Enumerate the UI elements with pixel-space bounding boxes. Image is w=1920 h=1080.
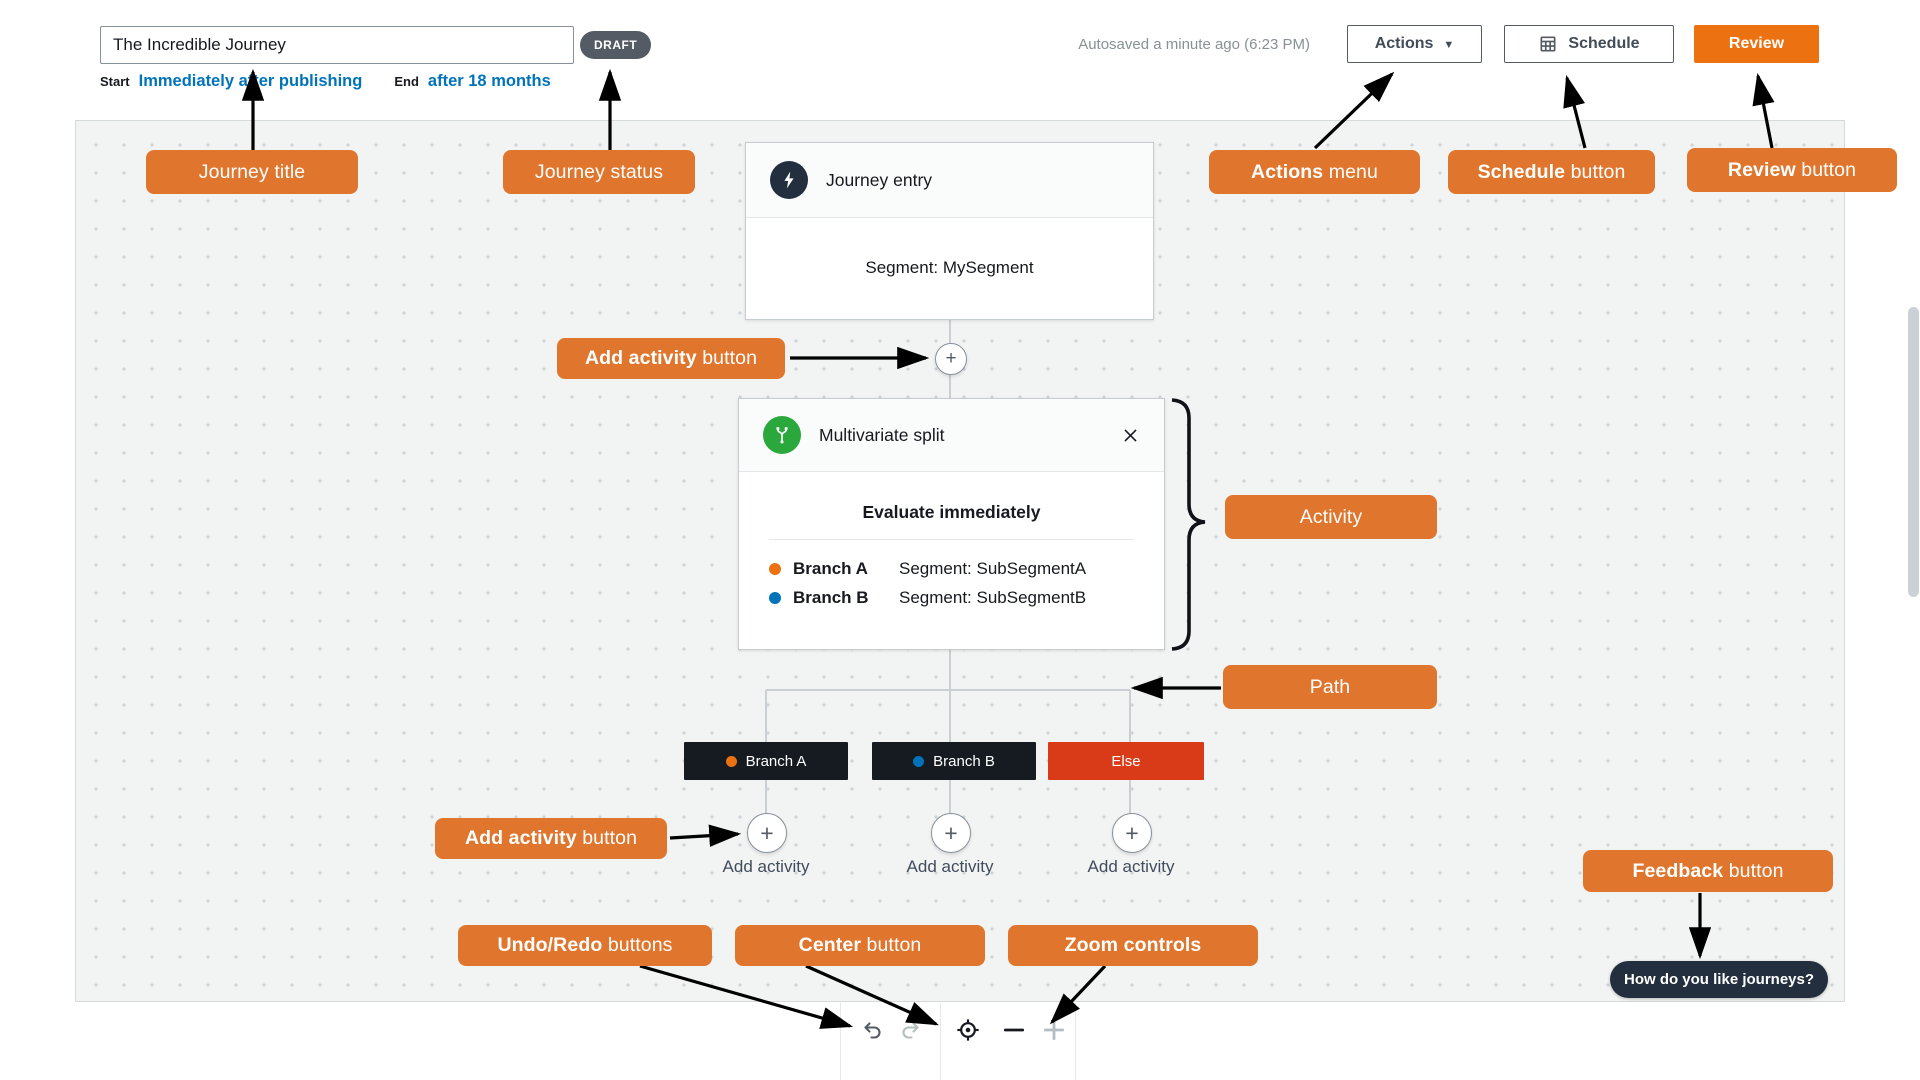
branch-row-a: Branch A Segment: SubSegmentA <box>739 554 1164 583</box>
feedback-button[interactable]: How do you like journeys? <box>1610 961 1828 998</box>
callout-feedback-button: Feedback button <box>1583 850 1833 892</box>
journey-title-input[interactable] <box>100 26 574 64</box>
callout-journey-status: Journey status <box>503 150 695 194</box>
divider <box>769 539 1134 540</box>
multivariate-split-icon <box>763 416 801 454</box>
review-button[interactable]: Review <box>1694 25 1819 63</box>
branch-a-label-dot <box>725 755 737 767</box>
multivariate-split-title: Multivariate split <box>819 424 945 445</box>
journey-status-badge: DRAFT <box>580 31 652 59</box>
callout-journey-title: Journey title <box>146 150 358 194</box>
center-icon[interactable] <box>954 1016 982 1044</box>
redo-icon[interactable] <box>896 1016 924 1044</box>
calendar-icon <box>1538 34 1558 54</box>
schedule-button[interactable]: Schedule <box>1504 25 1674 63</box>
close-icon[interactable] <box>1121 426 1140 445</box>
add-activity-label-b: Add activity <box>906 857 994 876</box>
journey-schedule-line: Start Immediately after publishing End a… <box>100 72 551 91</box>
callout-add-activity-top: Add activity button <box>557 338 785 379</box>
journey-entry-icon <box>770 161 808 199</box>
actions-button-label: Actions <box>1374 35 1434 52</box>
journey-entry-header: Journey entry <box>746 143 1153 218</box>
chevron-down-icon: ▼ <box>1443 39 1455 51</box>
journey-entry-title: Journey entry <box>826 169 933 190</box>
start-value-link[interactable]: Immediately after publishing <box>138 72 363 90</box>
actions-button[interactable]: Actions ▼ <box>1347 25 1482 63</box>
multivariate-split-card[interactable]: Multivariate split Evaluate immediately … <box>738 398 1165 650</box>
multivariate-split-header: Multivariate split <box>739 399 1164 472</box>
callout-add-activity-bottom: Add activity button <box>435 818 667 859</box>
zoom-in-icon[interactable] <box>1040 1016 1068 1044</box>
autosave-status: Autosaved a minute ago (6:23 PM) <box>1078 36 1310 53</box>
branch-a-segment: Segment: SubSegmentA <box>899 558 1087 578</box>
review-button-label: Review <box>1728 35 1785 52</box>
add-activity-button-branch-b[interactable]: + <box>931 813 971 853</box>
callout-review-button: Review button <box>1687 148 1897 192</box>
callout-activity: Activity <box>1225 495 1437 539</box>
branch-b-name: Branch B <box>793 587 869 607</box>
callout-actions-menu: Actions menu <box>1209 150 1420 194</box>
journey-entry-segment: Segment: MySegment <box>865 257 1034 277</box>
add-activity-button-branch-a[interactable]: + <box>747 813 787 853</box>
branch-b-label-text: Branch B <box>933 752 995 770</box>
add-activity-button-else[interactable]: + <box>1112 813 1152 853</box>
toolbar-divider <box>1075 1003 1076 1080</box>
start-label: Start <box>100 74 130 89</box>
branch-row-b: Branch B Segment: SubSegmentB <box>739 583 1164 612</box>
split-condition-text: Evaluate immediately <box>862 502 1041 522</box>
callout-schedule-button: Schedule button <box>1448 150 1655 194</box>
zoom-out-icon[interactable] <box>1000 1016 1028 1044</box>
add-activity-button-top[interactable]: + <box>935 343 967 375</box>
branch-a-name: Branch A <box>793 558 868 578</box>
toolbar-divider <box>840 1003 841 1080</box>
end-value-link[interactable]: after 18 months <box>427 72 551 90</box>
end-label: End <box>394 74 419 89</box>
callout-zoom-controls: Zoom controls <box>1008 925 1258 966</box>
path-label-else: Else <box>1048 742 1204 780</box>
branch-b-dot <box>769 591 781 604</box>
canvas-scrollbar-thumb[interactable] <box>1908 307 1919 597</box>
schedule-button-label: Schedule <box>1568 35 1640 52</box>
toolbar-divider <box>940 1003 941 1080</box>
branch-a-dot <box>769 562 781 575</box>
undo-icon[interactable] <box>859 1016 887 1044</box>
add-activity-label-a: Add activity <box>722 857 810 876</box>
path-label-branch-b: Branch B <box>872 742 1036 780</box>
callout-undo-redo: Undo/Redo buttons <box>458 925 712 966</box>
callout-path: Path <box>1223 665 1437 709</box>
callout-center-button: Center button <box>735 925 985 966</box>
branch-b-segment: Segment: SubSegmentB <box>899 587 1087 607</box>
else-label-text: Else <box>1111 752 1141 770</box>
branch-b-label-dot <box>913 755 925 767</box>
add-activity-label-else: Add activity <box>1087 857 1175 876</box>
journey-entry-card[interactable]: Journey entry Segment: MySegment <box>745 142 1154 320</box>
path-label-branch-a: Branch A <box>684 742 848 780</box>
branch-a-label-text: Branch A <box>745 752 807 770</box>
